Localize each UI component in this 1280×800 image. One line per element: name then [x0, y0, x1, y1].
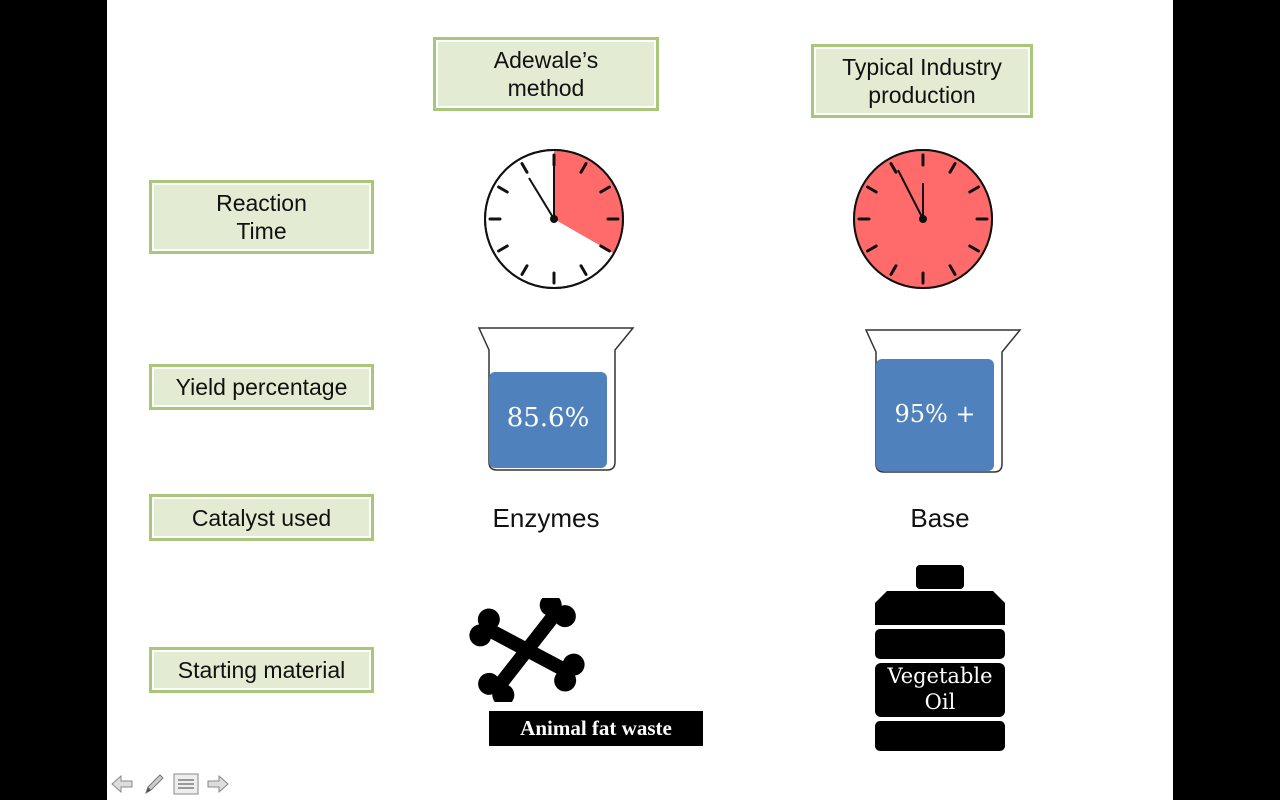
oil-label-line1: Vegetable	[886, 664, 992, 688]
row-header-yield: Yield percentage	[149, 364, 374, 410]
clock-tick	[948, 162, 957, 174]
arrow-right-icon	[207, 774, 229, 794]
clock-tick	[866, 185, 878, 194]
adewale-yield-value: 85.6%	[507, 403, 590, 433]
clock-tick	[520, 162, 529, 174]
clock-tick	[520, 264, 529, 276]
clock-tick	[866, 244, 878, 253]
adewale-clock-elapsed-wedge	[554, 150, 623, 254]
animal-fat-waste-tag: Animal fat waste	[489, 711, 703, 746]
adewale-beaker-figure: 85.6%	[477, 327, 635, 471]
industry-clock-hour-hand	[897, 169, 924, 220]
oil-label-line2: Oil	[925, 690, 956, 714]
menu-icon	[173, 773, 199, 795]
slide-nav-toolbar	[108, 770, 232, 798]
pen-icon	[145, 774, 164, 795]
industry-clock-figure	[853, 149, 993, 289]
crossed-bones-icon	[469, 598, 585, 702]
adewale-clock-hour-hand	[528, 177, 555, 220]
industry-yield-value: 95% +	[894, 400, 975, 428]
industry-beaker-figure: 95% +	[864, 329, 1022, 473]
industry-catalyst-text: Base	[910, 503, 970, 533]
adewale-clock-figure	[484, 149, 624, 289]
clock-tick	[497, 244, 509, 253]
clock-tick	[968, 244, 980, 253]
next-slide-button[interactable]	[204, 770, 232, 798]
clock-tick	[579, 264, 588, 276]
column-header-adewale: Adewale’s method	[433, 37, 659, 111]
adewale-catalyst-text: Enzymes	[492, 503, 600, 533]
clock-tick	[968, 185, 980, 194]
row-header-starting-material: Starting material	[149, 647, 374, 693]
pen-tool-button[interactable]	[140, 770, 168, 798]
row-header-catalyst: Catalyst used	[149, 494, 374, 541]
clock-tick	[497, 185, 509, 194]
clock-tick	[579, 162, 588, 174]
clock-tick	[599, 185, 611, 194]
clock-tick	[948, 264, 957, 276]
arrow-left-icon	[111, 774, 133, 794]
previous-slide-button[interactable]	[108, 770, 136, 798]
slide: Adewale’s method Typical Industry produc…	[107, 0, 1173, 800]
clock-tick	[599, 244, 611, 253]
vegetable-oil-bottle-icon: Vegetable Oil	[875, 565, 1005, 751]
clock-tick	[889, 264, 898, 276]
slide-menu-button[interactable]	[172, 770, 200, 798]
clock-tick	[889, 162, 898, 174]
column-header-industry: Typical Industry production	[811, 44, 1033, 118]
row-header-reaction-time: Reaction Time	[149, 180, 374, 254]
